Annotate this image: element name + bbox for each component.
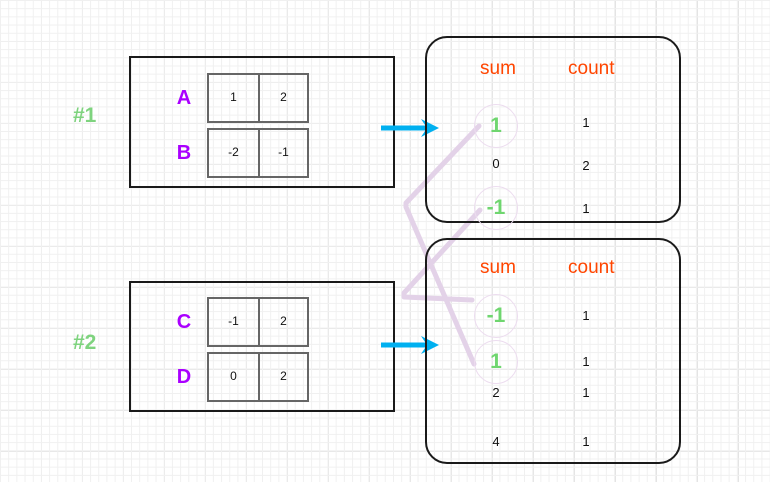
agg-count-cell-2-0: 1 — [582, 308, 590, 323]
kv-cells-c: -1 2 — [207, 297, 309, 347]
group-tag-2: #2 — [73, 331, 97, 354]
kv-row-a: A 1 2 — [161, 73, 309, 123]
agg-count-cell-1-1: 2 — [582, 158, 590, 173]
kv-cell-a-1: 2 — [258, 75, 307, 121]
kv-cell-d-0: 0 — [230, 369, 237, 383]
aggregation-box-2: sum count -1 1 1 1 2 1 4 1 — [425, 238, 681, 464]
kv-cell-c-1: 2 — [258, 299, 307, 345]
agg-count-cell-2-2: 1 — [582, 385, 590, 400]
kv-row-d: D 0 2 — [161, 352, 309, 402]
kv-row-b: B -2 -1 — [161, 128, 309, 178]
agg-count-cell-2-3: 1 — [582, 434, 590, 449]
kv-cells-a: 1 2 — [207, 73, 309, 123]
kv-cell-c-0: -1 — [228, 314, 239, 328]
agg-header-sum-1: sum — [480, 58, 516, 79]
aggregation-box-1: sum count 1 1 0 2 -1 1 — [425, 36, 681, 230]
agg-header-count-1: count — [568, 58, 615, 79]
agg-count-cell-2-1: 1 — [582, 354, 590, 369]
kv-cell-a-0: 1 — [230, 90, 237, 104]
kv-key-b: B — [176, 141, 192, 164]
agg-sum-cell-2-1: 1 — [474, 340, 518, 384]
kv-key-a: A — [176, 86, 192, 109]
agg-count-cell-1-0: 1 — [582, 115, 590, 130]
kv-cell-b-0: -2 — [228, 145, 239, 159]
agg-sum-cell-1-0: 1 — [474, 104, 518, 148]
agg-count-cell-1-2: 1 — [582, 201, 590, 216]
kv-key-d: D — [176, 365, 192, 388]
agg-sum-cell-1-2: -1 — [474, 186, 518, 230]
agg-header-sum-2: sum — [480, 257, 516, 278]
partition-box-1: A 1 2 B -2 -1 — [129, 56, 395, 188]
agg-sum-cell-2-3: 4 — [492, 434, 500, 449]
agg-sum-cell-2-2: 2 — [492, 385, 500, 400]
kv-row-c: C -1 2 — [161, 297, 309, 347]
kv-cells-d: 0 2 — [207, 352, 309, 402]
partition-box-2: C -1 2 D 0 2 — [129, 281, 395, 412]
group-tag-1: #1 — [73, 104, 97, 127]
agg-sum-cell-1-1: 0 — [492, 156, 500, 171]
agg-sum-cell-2-0: -1 — [474, 294, 518, 338]
kv-cells-b: -2 -1 — [207, 128, 309, 178]
kv-cell-d-1: 2 — [258, 354, 307, 400]
kv-cell-b-1: -1 — [258, 130, 307, 176]
agg-header-count-2: count — [568, 257, 615, 278]
kv-key-c: C — [176, 310, 192, 333]
